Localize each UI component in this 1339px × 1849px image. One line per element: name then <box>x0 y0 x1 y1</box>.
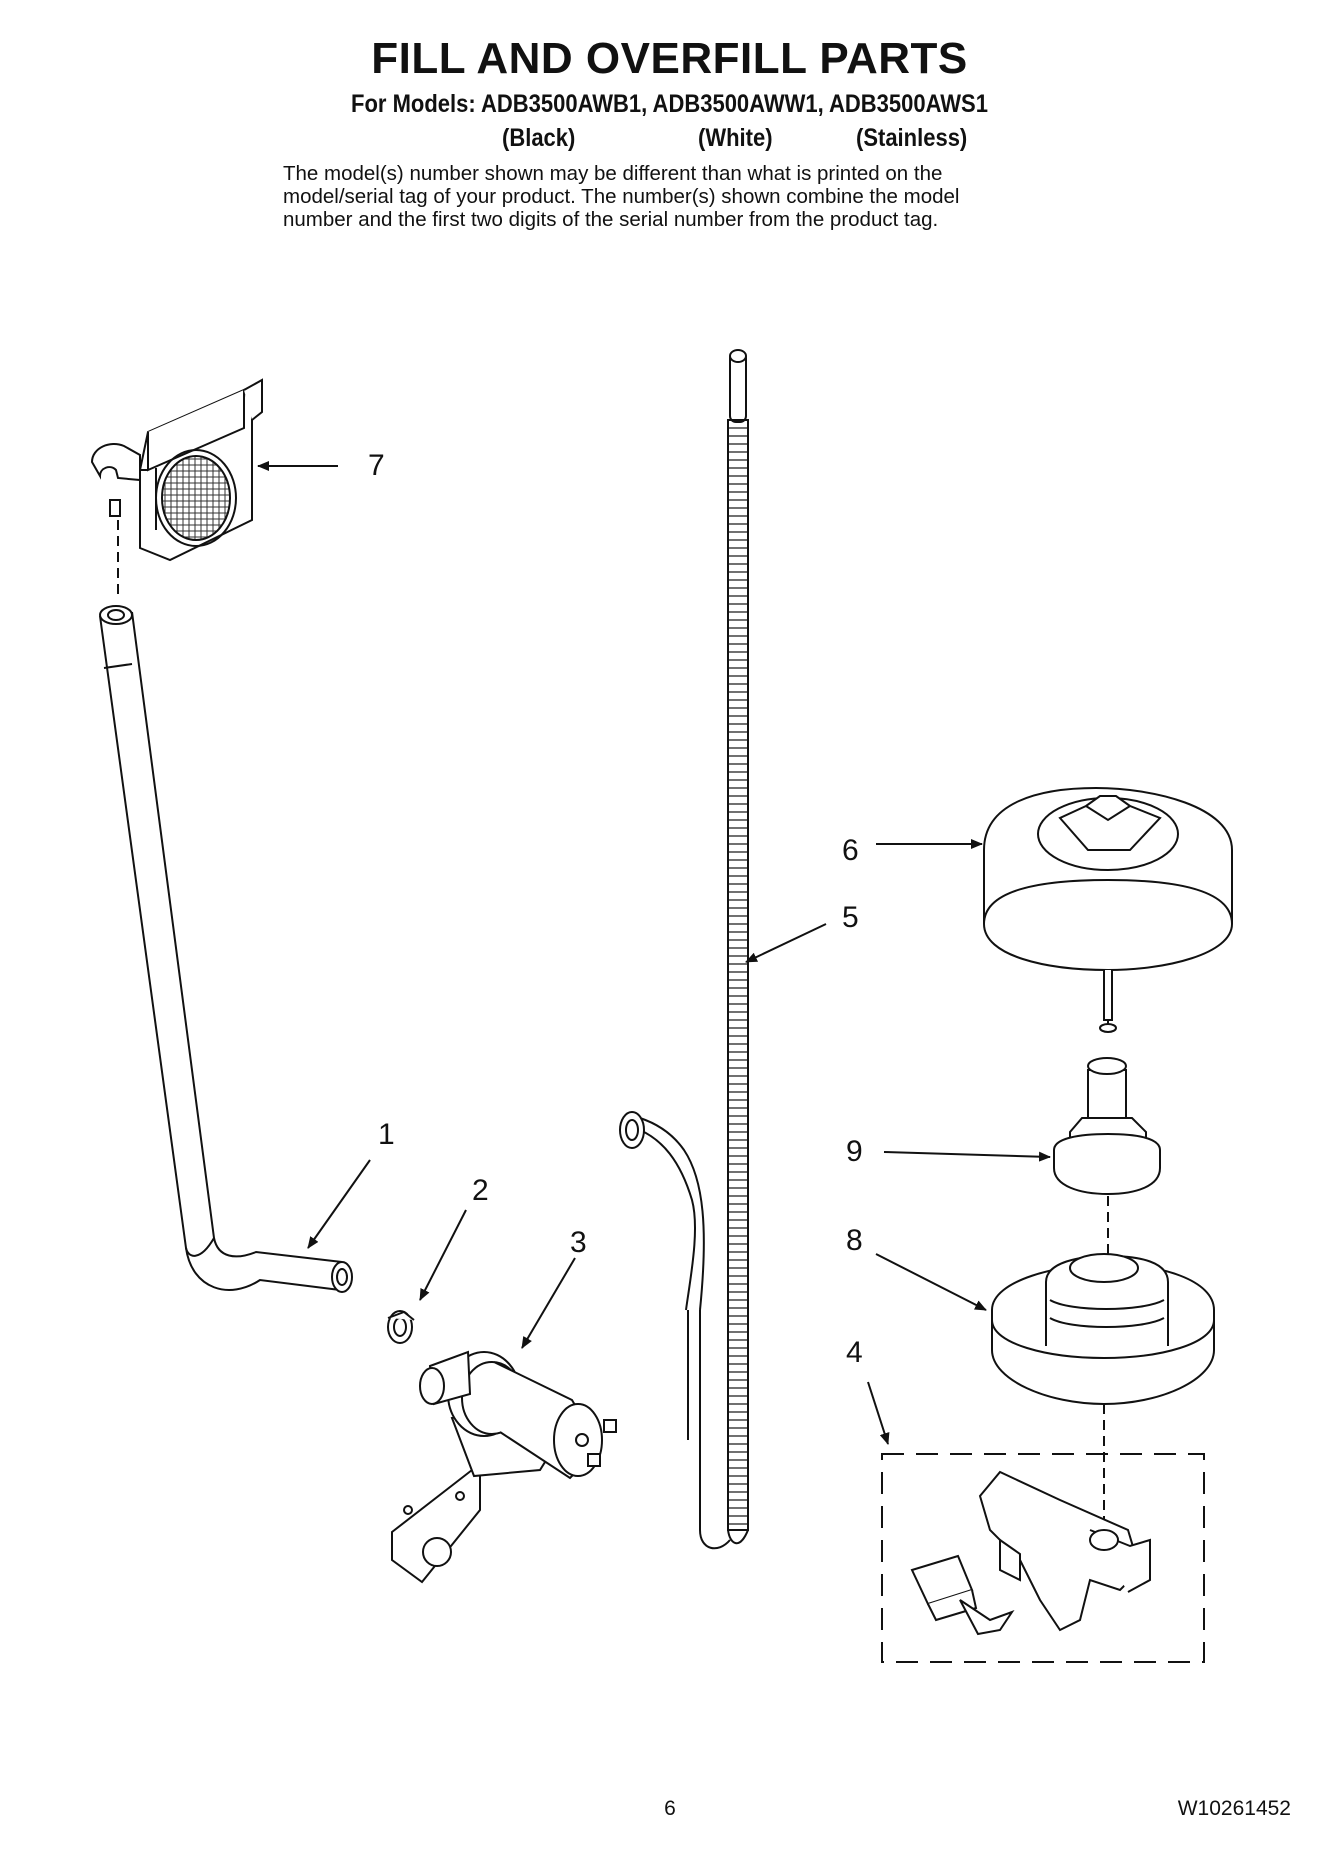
variant-stainless: (Stainless) <box>856 124 968 152</box>
callout-7: 7 <box>368 449 385 482</box>
model-number-note: The model(s) number shown may be differe… <box>283 162 1103 231</box>
callout-4: 4 <box>846 1336 863 1369</box>
callout-1: 1 <box>378 1118 395 1151</box>
nut-part-9 <box>1053 1057 1161 1196</box>
callout-9: 9 <box>846 1135 863 1168</box>
note-line: number and the first two digits of the s… <box>283 208 939 231</box>
water-valve-part-3 <box>391 1350 617 1584</box>
page-number: 6 <box>664 1797 676 1820</box>
float-cap-part-6 <box>983 786 1233 1033</box>
variant-black: (Black) <box>502 124 576 152</box>
variant-white: (White) <box>698 124 773 152</box>
hose-part-1 <box>99 605 353 1293</box>
vent-part-7 <box>90 378 263 562</box>
switch-assembly-box <box>881 1453 1205 1663</box>
callout-6: 6 <box>842 834 859 867</box>
note-line: model/serial tag of your product. The nu… <box>283 185 960 208</box>
page-title: FILL AND OVERFILL PARTS <box>371 34 968 83</box>
callout-2: 2 <box>472 1174 489 1207</box>
models-line: For Models: ADB3500AWB1, ADB3500AWW1, AD… <box>351 90 988 118</box>
switch-assembly-part-4 <box>910 1470 1151 1636</box>
float-base-part-8 <box>991 1253 1215 1406</box>
clamp-part-2 <box>387 1310 415 1344</box>
tube-part-5 <box>619 349 749 1550</box>
callout-5: 5 <box>842 901 859 934</box>
document-id: W10261452 <box>1177 1797 1291 1820</box>
callout-3: 3 <box>570 1226 587 1259</box>
note-line: The model(s) number shown may be differe… <box>283 162 943 185</box>
callout-8: 8 <box>846 1224 863 1257</box>
